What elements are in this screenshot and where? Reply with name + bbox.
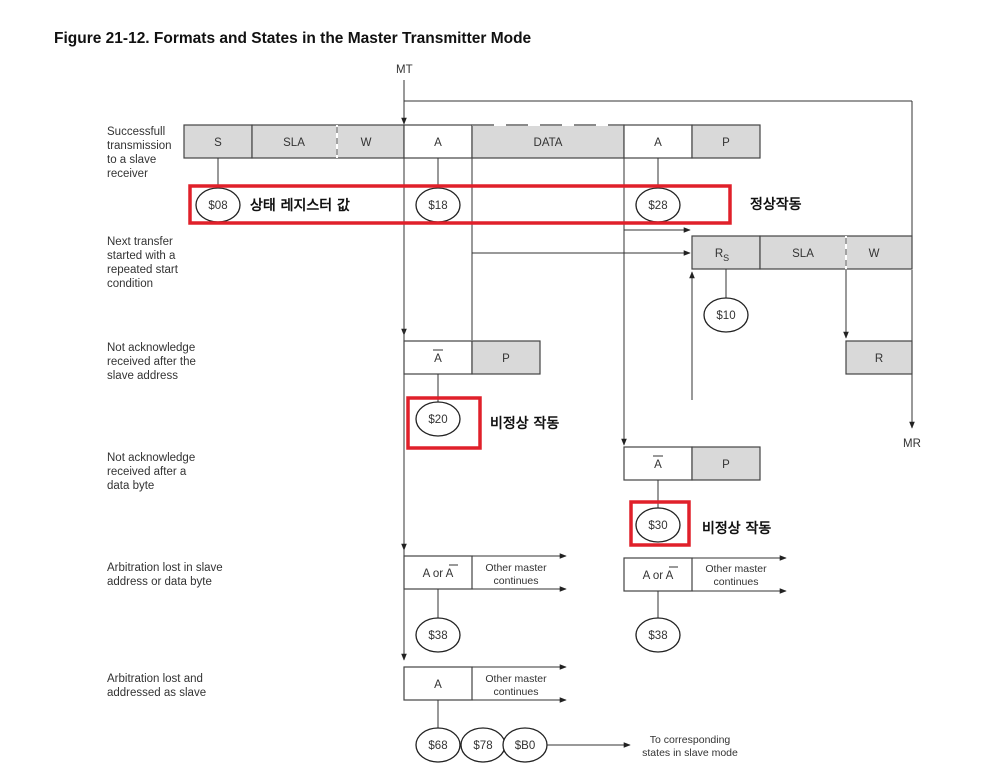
frame-sla-w-2 xyxy=(759,235,913,270)
figure-title: Figure 21-12. Formats and States in the … xyxy=(54,30,532,47)
other-master-3a: Other master xyxy=(485,673,547,685)
state-28-label: $28 xyxy=(648,200,667,212)
other-master-1b: continues xyxy=(494,575,539,587)
mt-entry-label: MT xyxy=(396,64,413,76)
state-08-label: $08 xyxy=(208,200,227,212)
frame-label-a2: A xyxy=(654,137,662,149)
frame-label-sla-2: SLA xyxy=(792,248,814,260)
frame-label-p-2: P xyxy=(502,353,510,365)
to-corresponding-1: To corresponding xyxy=(650,734,731,746)
state-38-a xyxy=(415,617,461,653)
frame-sla-w xyxy=(251,124,405,159)
frame-label-s: S xyxy=(214,137,222,149)
other-master-3b: continues xyxy=(494,686,539,698)
frame-label-a-6: A xyxy=(434,679,442,691)
other-master-2b: continues xyxy=(714,576,759,588)
frame-label-a-or-1: A or A xyxy=(423,568,454,580)
other-master-1a: Other master xyxy=(485,562,547,574)
frame-start xyxy=(183,124,253,159)
state-68 xyxy=(415,727,461,763)
frame-nack-data xyxy=(623,446,693,481)
frame-stop-3 xyxy=(691,446,761,481)
to-corresponding-2: states in slave mode xyxy=(642,747,738,759)
frame-ack-arbitration xyxy=(403,666,473,701)
state-20-label: $20 xyxy=(428,414,447,426)
state-30 xyxy=(635,507,681,543)
state-38-b xyxy=(635,617,681,653)
frame-nack-address xyxy=(403,340,473,375)
other-master-2a: Other master xyxy=(705,563,767,575)
state-20 xyxy=(415,401,461,437)
frame-label-w: W xyxy=(361,137,372,149)
state-78-label: $78 xyxy=(473,740,492,752)
row-label-repeated-start: Next transfer started with a repeated st… xyxy=(107,236,181,290)
frame-label-a1: A xyxy=(434,137,442,149)
frame-a-or-nack-1 xyxy=(403,555,473,590)
normal-operation-annotation: 정상작동 xyxy=(750,196,802,213)
frame-ack-2 xyxy=(623,124,693,159)
frame-label-rs: RS xyxy=(715,248,729,263)
state-18-label: $18 xyxy=(428,200,447,212)
state-10-label: $10 xyxy=(716,310,735,322)
abnormal-operation-annotation-1: 비정상 작동 xyxy=(490,415,559,432)
frame-label-p: P xyxy=(722,137,730,149)
row-label-nack-data: Not acknowledge received after a data by… xyxy=(107,452,198,492)
row-label-nack-address: Not acknowledge received after the slave… xyxy=(107,342,199,382)
frame-label-r: R xyxy=(875,353,883,365)
row-label-success: Successfull transmission to a slave rece… xyxy=(107,126,175,180)
row-label-arbitration-slave: Arbitration lost and addressed as slave xyxy=(107,673,206,699)
state-38-a-label: $38 xyxy=(428,630,447,642)
frame-stop-2 xyxy=(471,340,541,375)
abnormal-operation-annotation-2: 비정상 작동 xyxy=(702,520,771,537)
mr-exit-label: MR xyxy=(903,438,921,450)
highlight-state-20 xyxy=(406,396,482,450)
state-10 xyxy=(703,297,749,333)
frame-label-w-2: W xyxy=(869,248,880,260)
frame-label-a-bar-1: A xyxy=(434,353,442,365)
state-68-label: $68 xyxy=(428,740,447,752)
state-30-label: $30 xyxy=(648,520,667,532)
frame-label-a-or-2: A or A xyxy=(643,570,674,582)
frame-label-data: DATA xyxy=(534,137,563,149)
highlight-status-row xyxy=(188,184,732,225)
status-register-annotation: 상태 레지스터 값 xyxy=(250,198,350,214)
highlight-state-30 xyxy=(629,500,691,547)
frame-label-p-3: P xyxy=(722,459,730,471)
frame-label-sla: SLA xyxy=(283,137,305,149)
frame-label-a-bar-2: A xyxy=(654,459,662,471)
state-b0-label: $B0 xyxy=(515,740,535,752)
row-label-arbitration-lost: Arbitration lost in slave address or dat… xyxy=(107,562,226,588)
state-38-b-label: $38 xyxy=(648,630,667,642)
frame-read xyxy=(845,340,913,375)
frame-stop xyxy=(691,124,761,159)
